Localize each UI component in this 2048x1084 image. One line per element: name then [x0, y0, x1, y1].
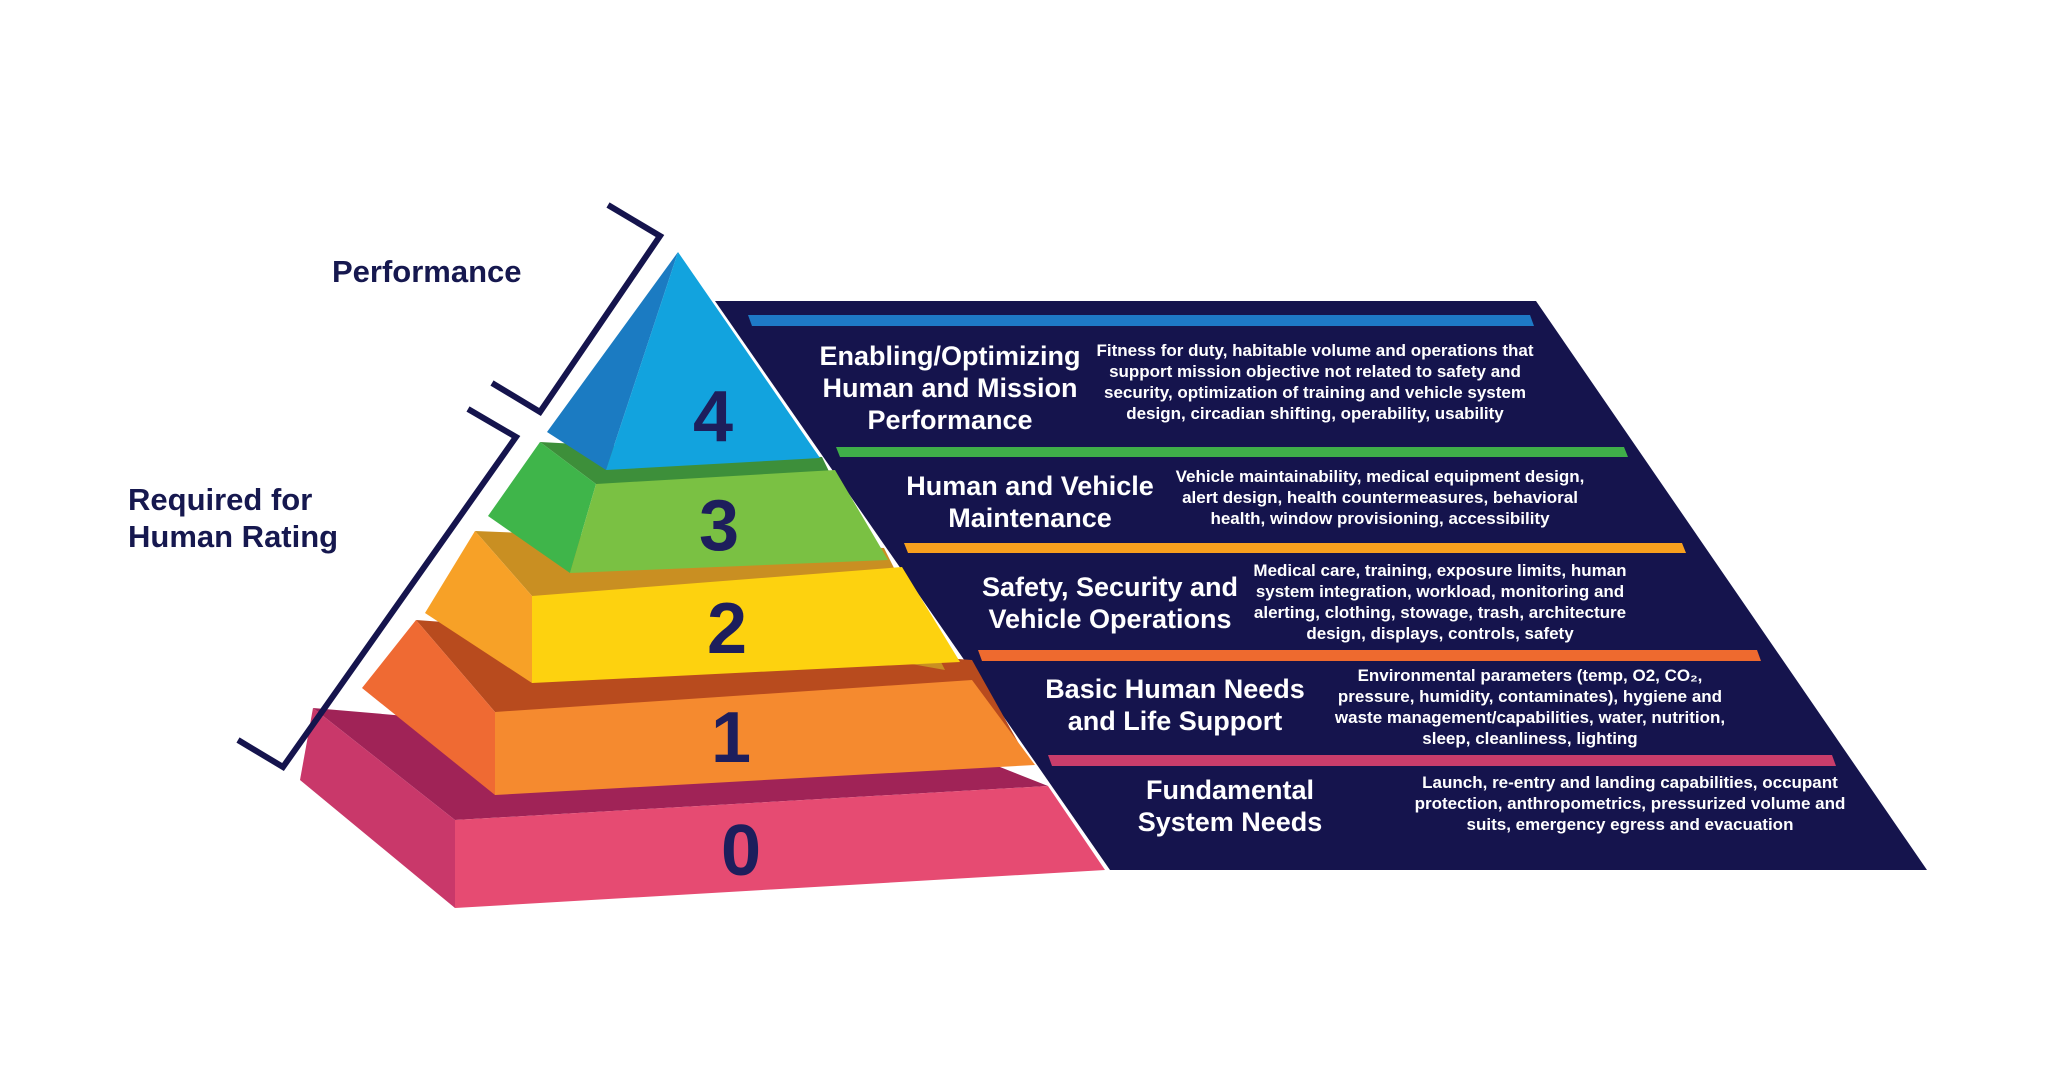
- level-3-number: 3: [698, 486, 740, 566]
- stripe-level-4: [748, 315, 1534, 326]
- level-3-face: [570, 470, 888, 573]
- level-3-title: Human and Vehicle Maintenance: [906, 471, 1154, 533]
- level-2-number: 2: [706, 589, 748, 669]
- level-4-number: 4: [692, 377, 734, 457]
- level-1-number: 1: [710, 698, 752, 778]
- level-1-title: Basic Human Needs and Life Support: [1045, 674, 1305, 736]
- level-0-number: 0: [720, 811, 762, 891]
- required-for-human-rating-label: Required for Human Rating: [128, 482, 339, 554]
- level-0-side: [300, 708, 455, 908]
- level-0-title: Fundamental System Needs: [1137, 775, 1323, 837]
- level-1-face: [495, 680, 1035, 795]
- stripe-level-1: [978, 650, 1761, 661]
- level-2-title: Safety, Security and Vehicle Operations: [981, 572, 1239, 634]
- stripe-level-0: [1048, 755, 1836, 766]
- level-2-side: [425, 531, 532, 683]
- level-0-description: Launch, re-entry and landing capabilitie…: [1414, 773, 1846, 834]
- stripe-level-2: [904, 543, 1686, 553]
- performance-bracket: [490, 202, 665, 417]
- level-4-title: Enabling/Optimizing Human and Mission Pe…: [819, 341, 1081, 435]
- level-1-side: [362, 620, 495, 795]
- performance-label: Performance: [332, 254, 522, 289]
- level-4-side: [547, 252, 678, 470]
- level-2-face: [532, 567, 960, 683]
- level-1-description: Environmental parameters (temp, O2, CO₂,…: [1334, 666, 1726, 748]
- level-4-description: Fitness for duty, habitable volume and o…: [1096, 341, 1534, 423]
- level-3-description: Vehicle maintainability, medical equipme…: [1175, 467, 1585, 528]
- required-bracket: [236, 406, 521, 772]
- stripe-level-3: [836, 447, 1628, 457]
- level-4-face: [606, 252, 820, 470]
- level-2-description: Medical care, training, exposure limits,…: [1253, 561, 1627, 643]
- info-panel: [715, 301, 1927, 870]
- level-0-face: [455, 786, 1105, 908]
- level-3-side: [488, 442, 596, 573]
